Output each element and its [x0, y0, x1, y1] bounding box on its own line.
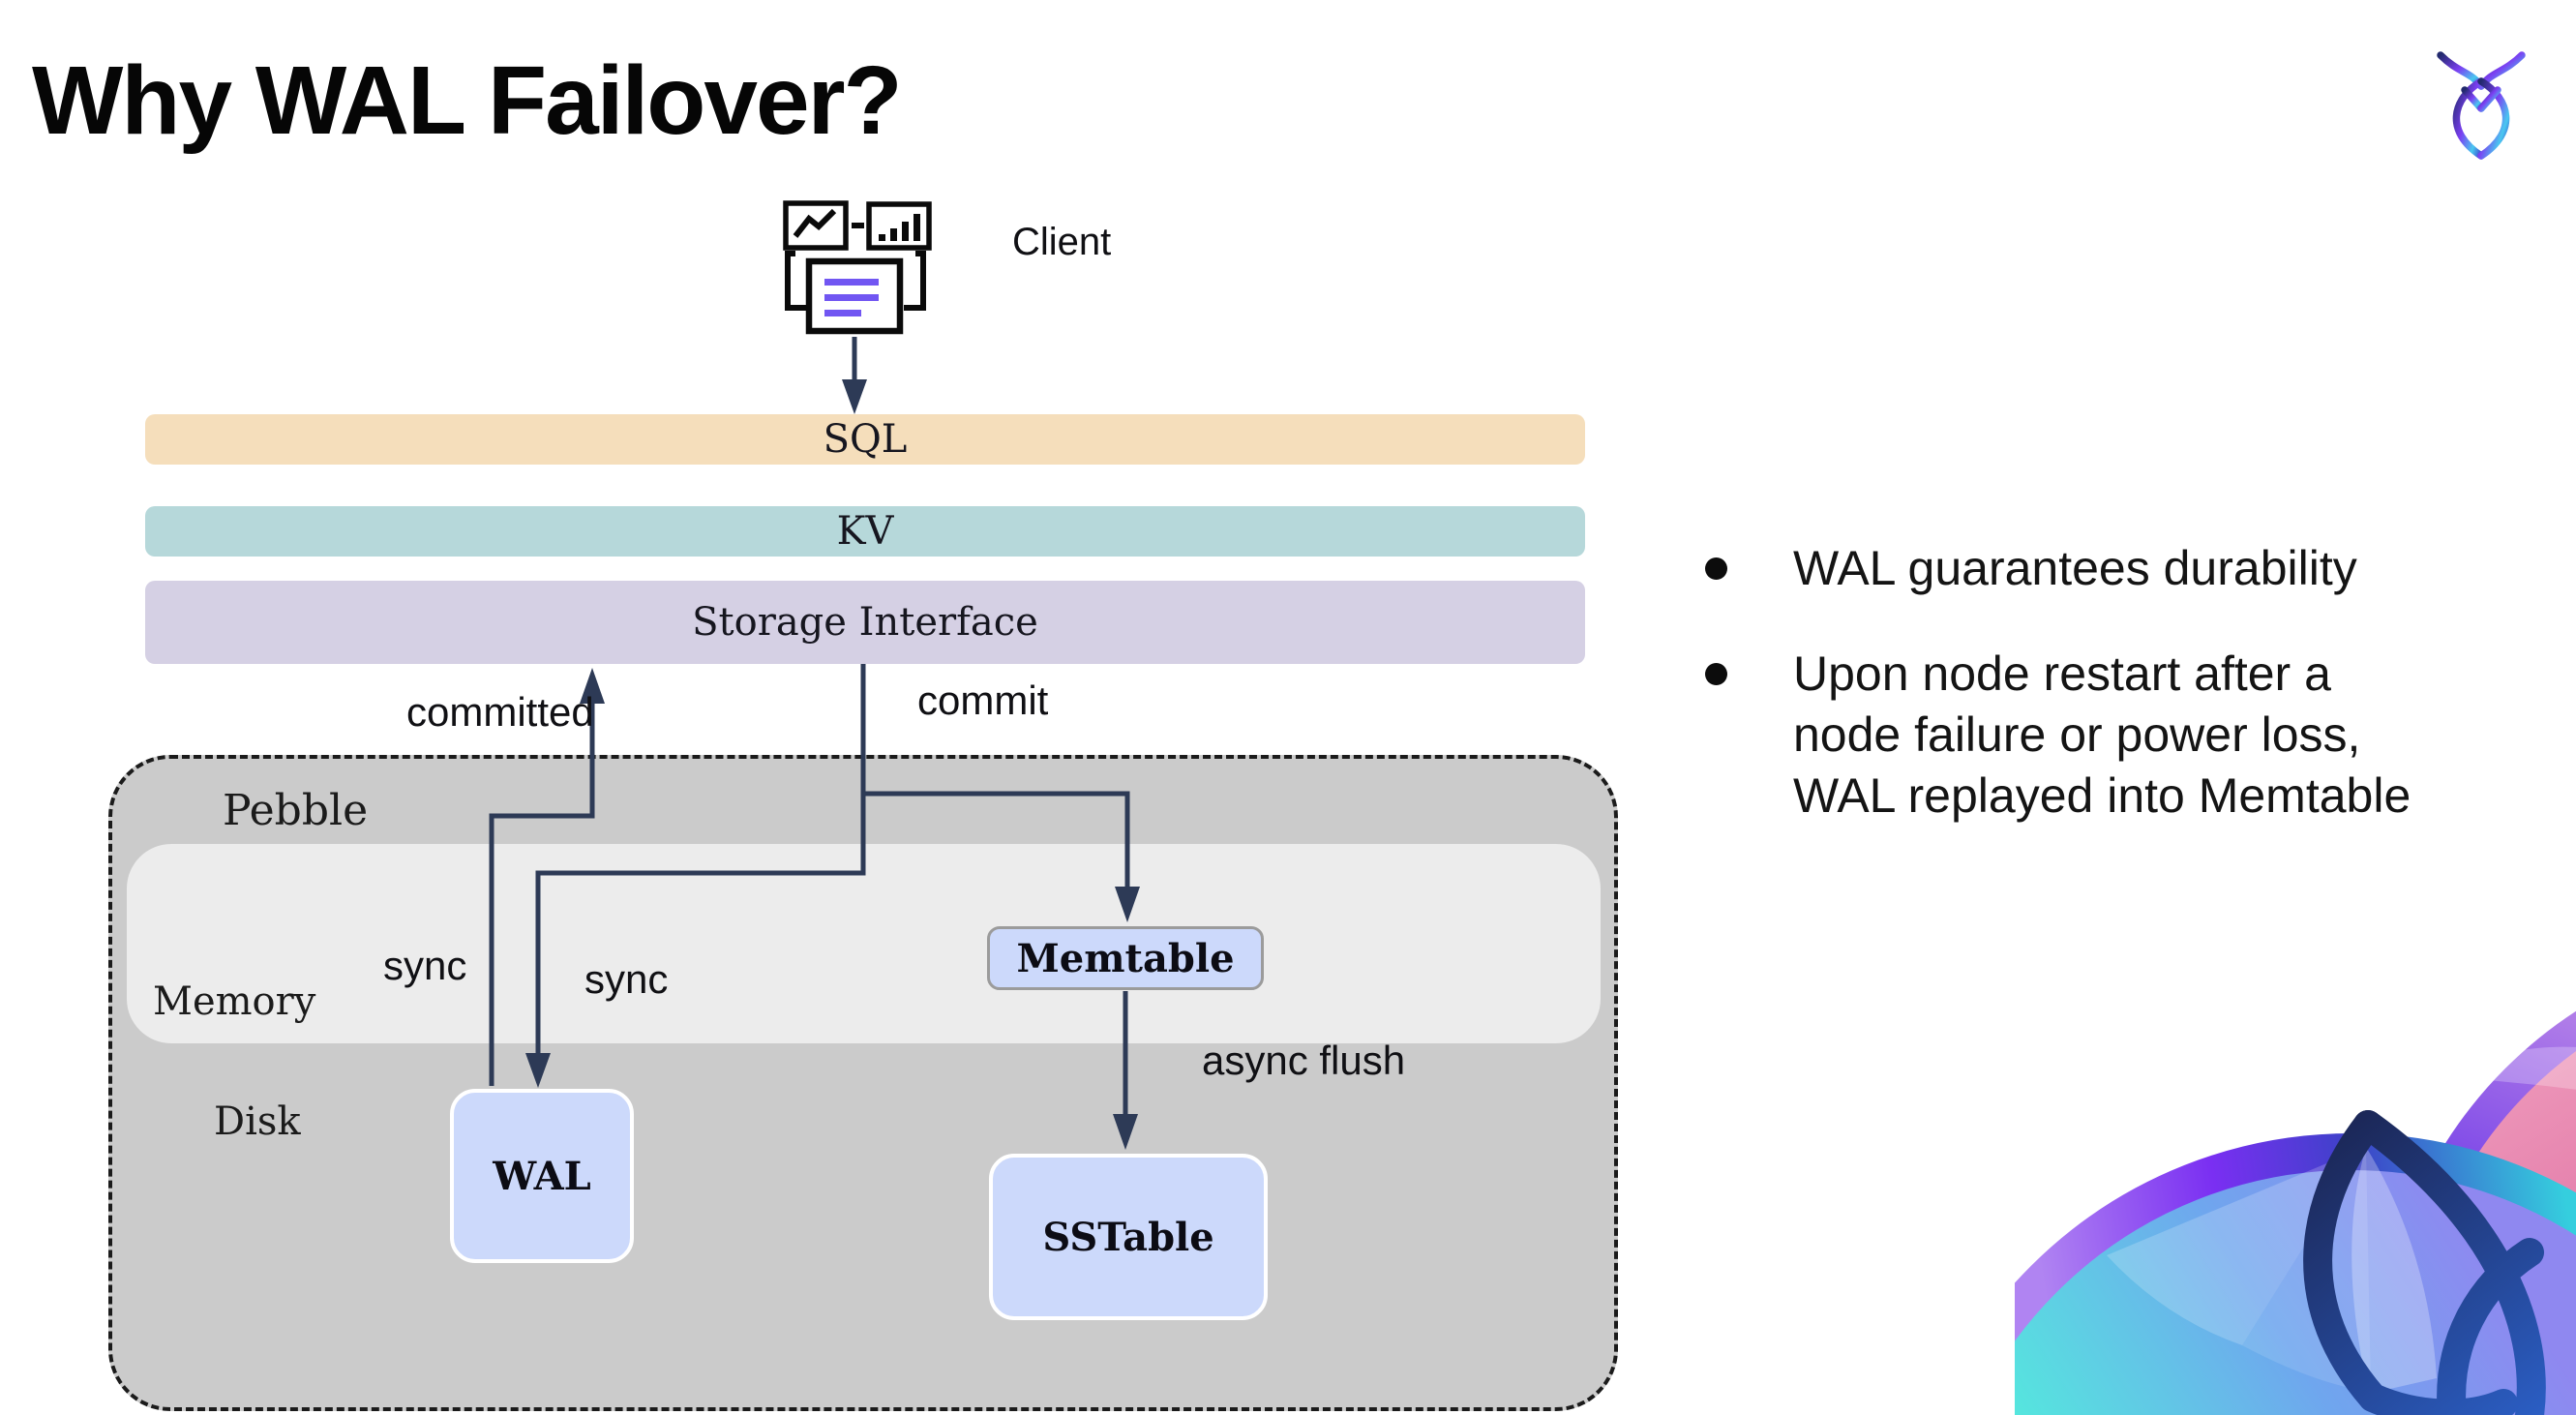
- list-item: Upon node restart after a node failure o…: [1705, 644, 2528, 827]
- bullet-dot-icon: [1705, 557, 1727, 580]
- bullet-dot-icon: [1705, 663, 1727, 685]
- sql-layer-bar: SQL: [145, 414, 1585, 465]
- disk-label: Disk: [214, 1099, 301, 1144]
- committed-edge-label: committed: [406, 689, 594, 735]
- bracket-icons: [785, 251, 926, 311]
- storage-interface-label: Storage Interface: [692, 600, 1038, 645]
- line-chart-icon: [783, 200, 849, 251]
- wal-node: WAL: [450, 1089, 634, 1263]
- bullet-text: Upon node restart after a node failure o…: [1793, 647, 2411, 823]
- list-item: WAL guarantees durability: [1705, 538, 2528, 599]
- sstable-node: SSTable: [989, 1154, 1268, 1320]
- client-arrowhead-icon: [842, 379, 867, 414]
- kv-layer-label: KV: [836, 509, 894, 554]
- bar-chart-icon: [866, 201, 932, 251]
- bullet-list: WAL guarantees durability Upon node rest…: [1705, 538, 2528, 827]
- memory-label: Memory: [153, 979, 316, 1024]
- sstable-node-label: SSTable: [1042, 1214, 1214, 1260]
- storage-interface-layer-bar: Storage Interface: [145, 581, 1585, 664]
- pebble-label: Pebble: [223, 786, 369, 835]
- sql-layer-label: SQL: [823, 417, 908, 462]
- dash-connector-icon: [852, 223, 864, 228]
- client-label: Client: [1012, 221, 1112, 263]
- memtable-node-label: Memtable: [1016, 935, 1235, 981]
- brand-spheres-art: [2015, 960, 2576, 1415]
- wal-node-label: WAL: [493, 1153, 591, 1199]
- sync-left-edge-label: sync: [383, 943, 467, 988]
- page-title: Why WAL Failover?: [32, 46, 903, 155]
- memtable-node: Memtable: [987, 926, 1264, 990]
- commit-edge-label: commit: [917, 677, 1049, 723]
- cockroachdb-logo-icon: [2435, 46, 2528, 161]
- sync-right-edge-label: sync: [584, 956, 669, 1002]
- kv-layer-bar: KV: [145, 506, 1585, 557]
- document-icon: [805, 257, 904, 335]
- bullet-text: WAL guarantees durability: [1793, 541, 2357, 595]
- memory-band: [127, 844, 1601, 1043]
- async-flush-edge-label: async flush: [1202, 1038, 1406, 1083]
- client-icon: [780, 197, 1235, 343]
